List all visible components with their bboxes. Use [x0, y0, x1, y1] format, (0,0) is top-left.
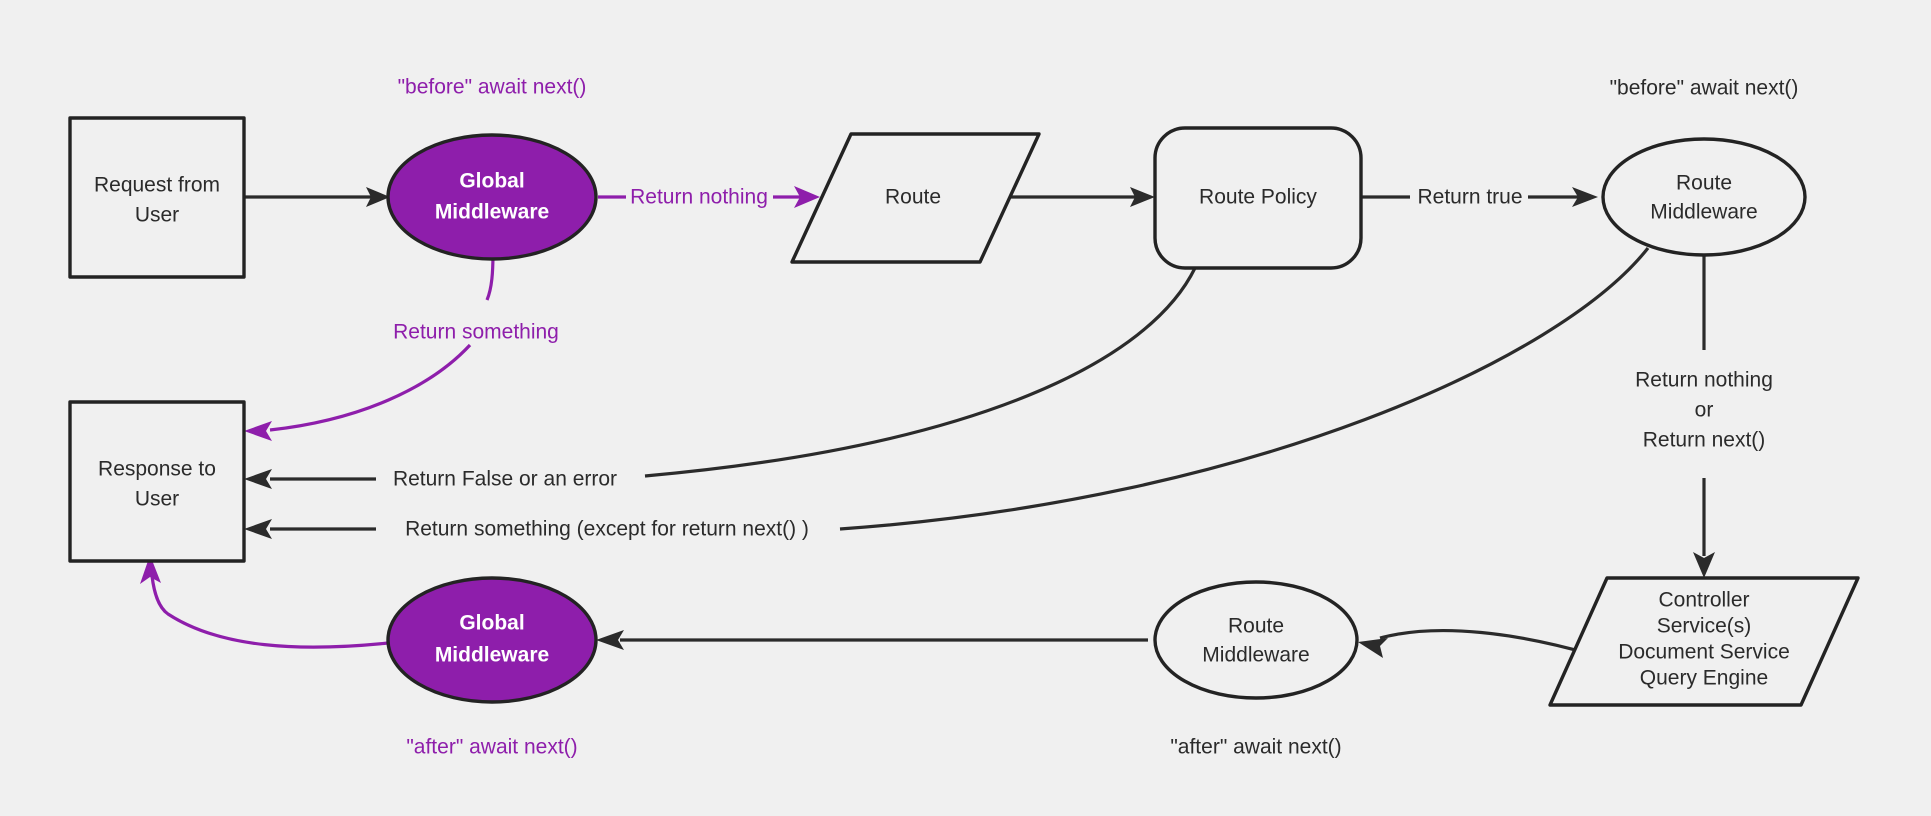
- edge-controller-to-route-middleware-bottom: [1358, 628, 1591, 658]
- node-label-line1: Global: [459, 170, 524, 193]
- edge-route-policy-to-route-middleware: Return true: [1360, 186, 1598, 209]
- arrow-head-icon: [1572, 187, 1598, 207]
- node-label-line2: Service(s): [1657, 615, 1752, 638]
- node-label-line1: Route: [885, 186, 941, 209]
- node-label-line2: User: [135, 488, 179, 511]
- annotation-after-await-next-global: "after" await next(): [406, 736, 577, 759]
- node-label-line1: Global: [459, 612, 524, 635]
- edge-line: [269, 343, 472, 432]
- arrow-head-icon: [1358, 638, 1388, 658]
- node-response-to-user[interactable]: Response to User: [68, 400, 246, 563]
- edge-label-return-something-except: Return something (except for return next…: [405, 518, 809, 541]
- node-shape-rect: [68, 116, 246, 279]
- edge-request-to-global-middleware: [244, 187, 390, 207]
- annotation-before-await-next-global: "before" await next(): [398, 76, 587, 99]
- edge-route-to-route-policy: [1008, 187, 1155, 207]
- node-label-line2: Middleware: [435, 201, 549, 224]
- arrow-head-icon: [244, 421, 272, 441]
- node-label-line2: User: [135, 204, 179, 227]
- node-controller-services[interactable]: Controller Service(s) Document Service Q…: [1548, 576, 1860, 707]
- node-shape-parallelogram: [790, 132, 1041, 264]
- node-shape-ellipse: [1153, 580, 1359, 700]
- node-global-middleware-top[interactable]: Global Middleware: [386, 133, 598, 261]
- node-label-line3: Document Service: [1618, 641, 1790, 664]
- node-label-line1: Response to: [98, 458, 216, 481]
- node-label-line1: Route: [1228, 615, 1284, 638]
- annotation-before-await-next-route: "before" await next(): [1610, 77, 1799, 100]
- arrow-head-icon: [794, 186, 820, 208]
- node-global-middleware-bottom[interactable]: Global Middleware: [386, 576, 598, 704]
- edge-route-policy-to-response-false: Return False or an error: [244, 267, 1197, 491]
- arrow-head-icon: [1693, 552, 1715, 578]
- arrow-head-icon: [1130, 187, 1155, 207]
- edge-global-middleware-bottom-to-response: [140, 555, 389, 649]
- arrow-head-icon: [366, 187, 390, 207]
- node-label-line4: Query Engine: [1640, 667, 1768, 690]
- node-route-middleware-top[interactable]: Route Middleware: [1601, 137, 1807, 257]
- node-label-line2: Middleware: [435, 644, 549, 667]
- node-shape-ellipse: [386, 133, 598, 261]
- annotation-after-await-next-route: "after" await next(): [1170, 736, 1341, 759]
- edge-line: [150, 575, 389, 649]
- node-shape-rect: [68, 400, 246, 563]
- arrow-head-icon: [140, 555, 161, 584]
- node-route-middleware-bottom[interactable]: Route Middleware: [1153, 580, 1359, 700]
- node-shape-ellipse: [386, 576, 598, 704]
- arrow-head-icon: [596, 630, 624, 650]
- edge-label-return-something: Return something: [393, 321, 559, 344]
- node-shape-rounded-rect: [1153, 126, 1363, 270]
- node-shape-parallelogram: [1548, 576, 1860, 707]
- edge-label-return-false-or-error: Return False or an error: [393, 468, 617, 491]
- node-route[interactable]: Route: [790, 132, 1041, 264]
- edge-label-return-nothing-or-2: or: [1695, 399, 1714, 422]
- node-label-line2: Middleware: [1202, 644, 1309, 667]
- edge-label-return-nothing-or-3: Return next(): [1643, 429, 1766, 452]
- edge-label-return-nothing-or-1: Return nothing: [1635, 369, 1773, 392]
- arrow-head-icon: [244, 469, 272, 489]
- node-label-line1: Route Policy: [1199, 186, 1317, 209]
- edge-route-middleware-bottom-to-global-middleware-bottom: [596, 630, 1148, 650]
- node-route-policy[interactable]: Route Policy: [1153, 126, 1363, 270]
- edge-line: [644, 267, 1197, 478]
- arrow-head-icon: [244, 519, 272, 539]
- edge-global-middleware-to-response: Return something: [244, 251, 559, 441]
- edge-route-middleware-to-controller: Return nothing or Return next(): [1635, 253, 1773, 578]
- edge-global-middleware-to-route: Return nothing: [598, 186, 820, 209]
- edge-label-return-nothing: Return nothing: [630, 186, 768, 209]
- node-label-line1: Request from: [94, 174, 220, 197]
- edge-route-middleware-to-response-something: Return something (except for return next…: [244, 247, 1650, 541]
- node-shape-ellipse: [1601, 137, 1807, 257]
- node-label-line2: Middleware: [1650, 201, 1757, 224]
- edge-line: [839, 247, 1650, 531]
- node-label-line1: Controller: [1658, 589, 1749, 612]
- node-request-from-user[interactable]: Request from User: [68, 116, 246, 279]
- node-label-line1: Route: [1676, 172, 1732, 195]
- edge-line: [1379, 628, 1591, 656]
- edge-label-return-true: Return true: [1417, 186, 1522, 209]
